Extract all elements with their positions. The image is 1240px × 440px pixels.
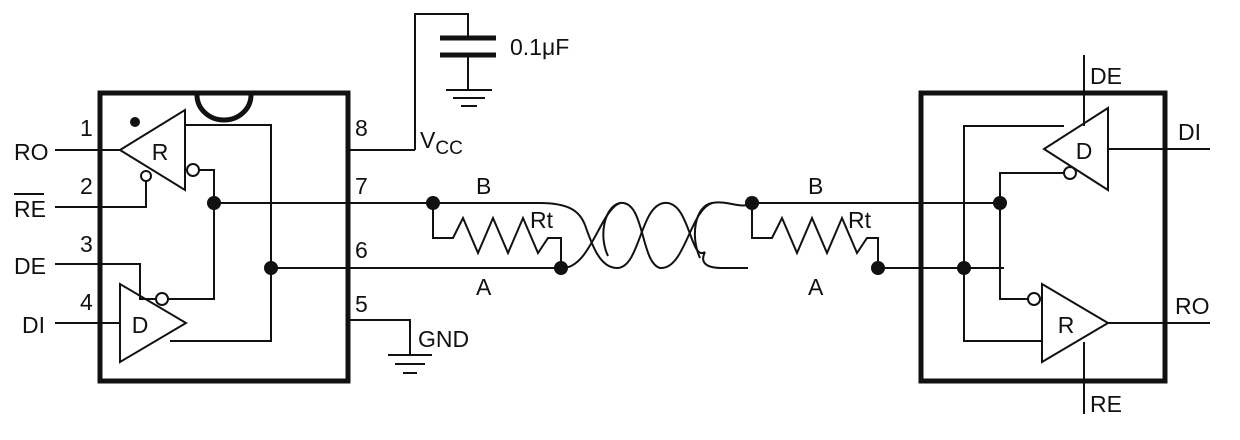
pin-6-number: 6 bbox=[355, 237, 368, 263]
left-termination-resistor: Rt bbox=[426, 196, 568, 275]
decoupling-capacitor: 0.1μF bbox=[414, 13, 569, 150]
pin1-marker-dot bbox=[130, 117, 140, 127]
right-receiver-gate: R bbox=[1027, 282, 1110, 364]
bus-a-label-left: A bbox=[476, 274, 492, 300]
left-driver-label: D bbox=[132, 312, 149, 338]
pin-de-label: DE bbox=[14, 253, 46, 279]
left-receiver-input-bubble bbox=[186, 163, 200, 177]
vcc-main: V bbox=[420, 127, 436, 153]
ic-notch bbox=[194, 94, 254, 123]
left-rt-node-top bbox=[426, 196, 440, 210]
right-di-label: DI bbox=[1178, 119, 1201, 145]
ic-ground-symbol bbox=[388, 354, 432, 374]
pin-ro-label: RO bbox=[14, 139, 49, 165]
right-rt-node-bottom bbox=[871, 261, 885, 275]
pin-2-number: 2 bbox=[80, 173, 93, 199]
capacitor-value-label: 0.1μF bbox=[510, 34, 569, 60]
left-driver-gate: D bbox=[119, 282, 188, 364]
rt-left-label: Rt bbox=[530, 207, 554, 233]
pin-re-label: RE bbox=[14, 196, 46, 222]
pin-di-label: DI bbox=[22, 312, 45, 338]
right-driver-output-bubble bbox=[1063, 166, 1077, 180]
right-receiver-label: R bbox=[1058, 312, 1075, 338]
left-receiver-enable-bubble bbox=[140, 170, 152, 182]
left-junction-a bbox=[264, 261, 278, 275]
pin-1-number: 1 bbox=[80, 115, 93, 141]
right-junction-b bbox=[993, 196, 1007, 210]
pin-3-number: 3 bbox=[80, 231, 93, 257]
bus-b-label-right: B bbox=[808, 173, 823, 199]
cap-ground-symbol bbox=[446, 89, 492, 107]
left-receiver-gate: R bbox=[118, 108, 200, 192]
pin-4-number: 4 bbox=[80, 289, 93, 315]
left-junction-b bbox=[207, 196, 221, 210]
left-driver-enable-bubble bbox=[155, 292, 169, 306]
bus-b-label-left: B bbox=[476, 173, 491, 199]
twisted-pair-cable bbox=[560, 201, 753, 270]
right-termination-resistor: Rt bbox=[745, 196, 885, 275]
right-transceiver-ic: D R DE DI RO RE bbox=[918, 55, 1210, 417]
right-ro-label: RO bbox=[1175, 293, 1210, 319]
pin-8-number: 8 bbox=[355, 115, 368, 141]
left-pin-labels: 1 RO 2 RE 3 DE 4 DI 8 7 6 5 VCC GND bbox=[14, 115, 469, 352]
vcc-subscript: CC bbox=[435, 138, 462, 159]
right-driver-gate: D bbox=[1042, 106, 1109, 192]
bus-a-label-right: A bbox=[808, 274, 824, 300]
right-re-label: RE bbox=[1090, 391, 1122, 417]
gnd-label: GND bbox=[418, 326, 469, 352]
left-receiver-label: R bbox=[152, 139, 169, 165]
pin-5-number: 5 bbox=[355, 291, 368, 317]
right-receiver-input-bubble bbox=[1027, 292, 1041, 306]
bus-lines: B A B A bbox=[348, 173, 1004, 300]
right-junction-a bbox=[957, 261, 971, 275]
right-driver-label: D bbox=[1076, 138, 1093, 164]
vcc-label: VCC bbox=[420, 127, 463, 159]
rt-right-label: Rt bbox=[848, 207, 872, 233]
right-de-label: DE bbox=[1090, 63, 1122, 89]
left-transceiver-ic: R D bbox=[55, 90, 415, 384]
pin-7-number: 7 bbox=[355, 173, 368, 199]
